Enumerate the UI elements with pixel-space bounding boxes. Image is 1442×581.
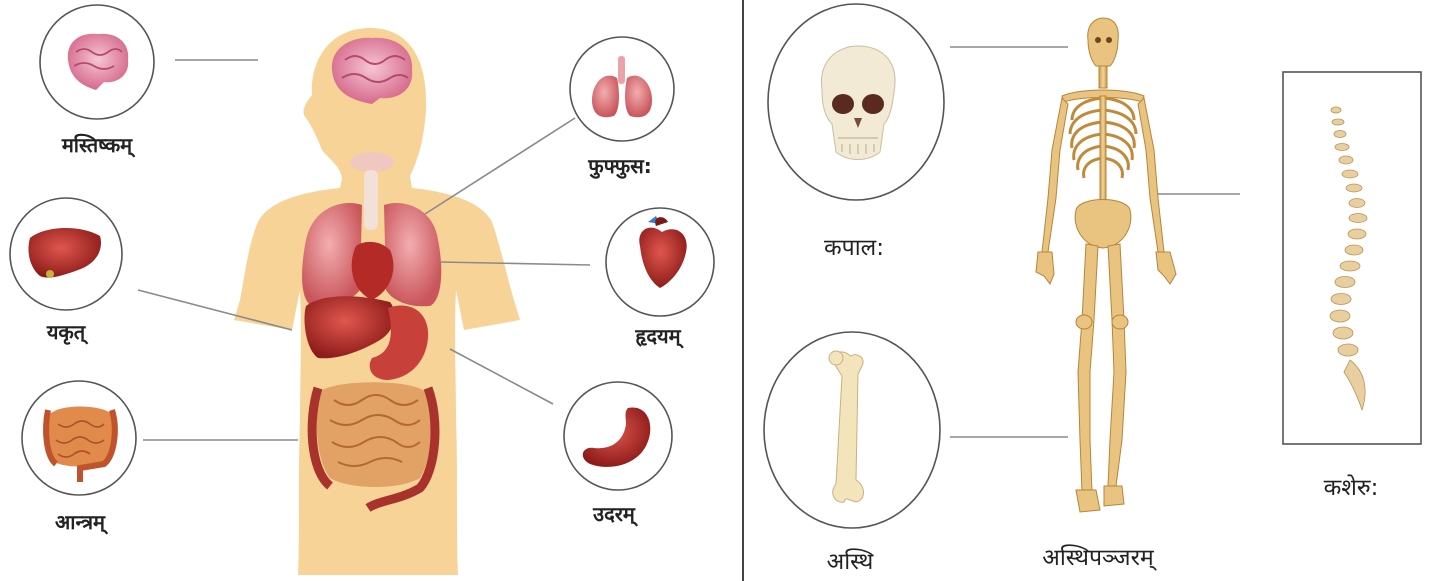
lungs-callout bbox=[570, 37, 674, 141]
label-stomach: उदरम् bbox=[593, 500, 635, 527]
label-skeleton: अस्थिपञ्जरम् bbox=[1042, 540, 1154, 572]
line-stomach bbox=[450, 349, 553, 404]
heart-callout bbox=[606, 208, 714, 316]
intestine-callout bbox=[22, 381, 136, 495]
bone-callout bbox=[764, 332, 940, 528]
brain-callout bbox=[40, 5, 154, 119]
label-liver: यकृत् bbox=[47, 318, 85, 345]
line-lungs bbox=[425, 118, 575, 214]
label-intestine: आन्त्रम् bbox=[55, 508, 105, 535]
human-body-figure bbox=[234, 28, 520, 575]
label-heart: हृदयम् bbox=[635, 322, 680, 349]
label-bone: अस्थि bbox=[827, 544, 874, 576]
liver-callout bbox=[10, 198, 122, 310]
skull-callout bbox=[768, 4, 944, 200]
full-skeleton-figure bbox=[1036, 18, 1176, 512]
label-skull: कपाल: bbox=[824, 230, 884, 262]
stomach-callout bbox=[564, 382, 672, 490]
label-brain: मस्तिष्कम् bbox=[62, 131, 132, 158]
label-spine: कशेरु: bbox=[1324, 470, 1379, 502]
spine-callout bbox=[1283, 72, 1421, 444]
label-lungs: फुफ्फुस: bbox=[588, 152, 651, 179]
